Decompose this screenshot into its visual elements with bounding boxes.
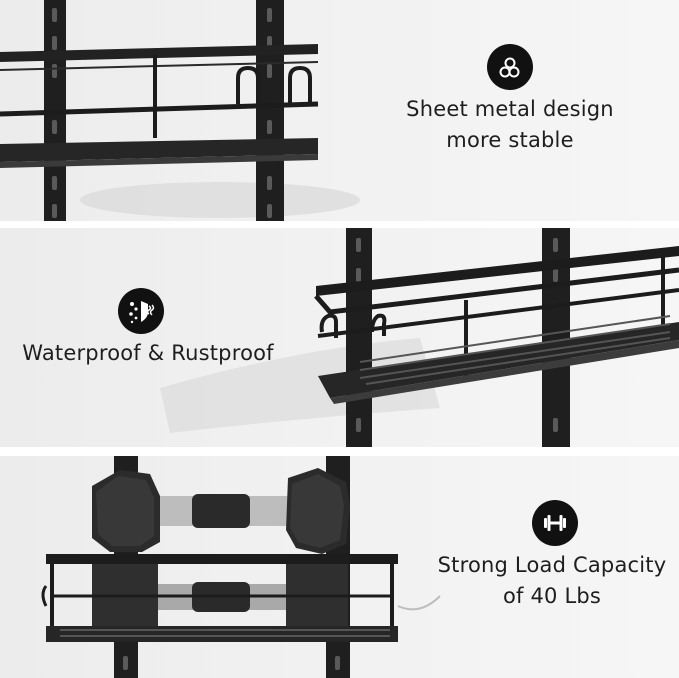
- shelf-photo-top: [0, 0, 360, 221]
- dumbbell-icon: [532, 500, 578, 546]
- feature-panel-waterproof: Waterproof & Rustproof: [0, 228, 679, 447]
- shelf-photo-middle: [160, 228, 679, 447]
- feature-panel-sheet-metal: Sheet metal design more stable: [0, 0, 679, 221]
- shelf-photo-bottom: [41, 456, 441, 678]
- caption-line: of 40 Lbs: [502, 584, 602, 608]
- feature-caption: Sheet metal design more stable: [394, 94, 626, 156]
- caption-line: Waterproof & Rustproof: [22, 341, 274, 365]
- feature-panel-load-capacity: Strong Load Capacity of 40 Lbs: [0, 456, 679, 678]
- water-shield-icon: [118, 288, 164, 334]
- caption-line: Strong Load Capacity: [437, 553, 667, 577]
- caption-line: more stable: [446, 128, 574, 152]
- layers-icon: [487, 44, 533, 90]
- caption-line: Sheet metal design: [406, 97, 614, 121]
- feature-caption: Waterproof & Rustproof: [12, 338, 284, 369]
- feature-caption: Strong Load Capacity of 40 Lbs: [430, 550, 674, 612]
